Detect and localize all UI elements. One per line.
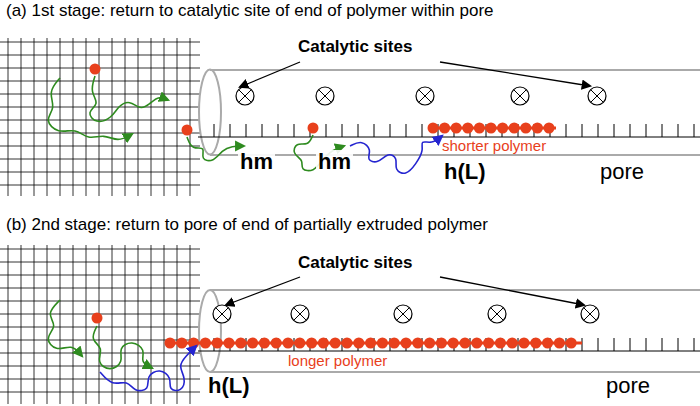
- panel-heading: (a) 1st stage: return to catalytic site …: [4, 2, 496, 21]
- polymer-beads: [90, 64, 583, 349]
- catalytic-site: [213, 87, 606, 323]
- polymer-label: shorter polymer: [440, 138, 548, 155]
- step-label: hm: [316, 150, 353, 174]
- callout-label: Catalytic sites: [296, 254, 414, 273]
- step-label: h(L): [206, 374, 252, 398]
- step-label: h(L): [442, 160, 488, 184]
- polymer-label: longer polymer: [286, 353, 389, 370]
- callout-label: Catalytic sites: [296, 38, 414, 57]
- pore-label: pore: [598, 160, 646, 184]
- step-label: hm: [238, 150, 275, 174]
- leader-arrow: [226, 62, 590, 305]
- pore-label: pore: [604, 374, 652, 398]
- panel-heading: (b) 2nd stage: return to pore of end of …: [4, 216, 490, 235]
